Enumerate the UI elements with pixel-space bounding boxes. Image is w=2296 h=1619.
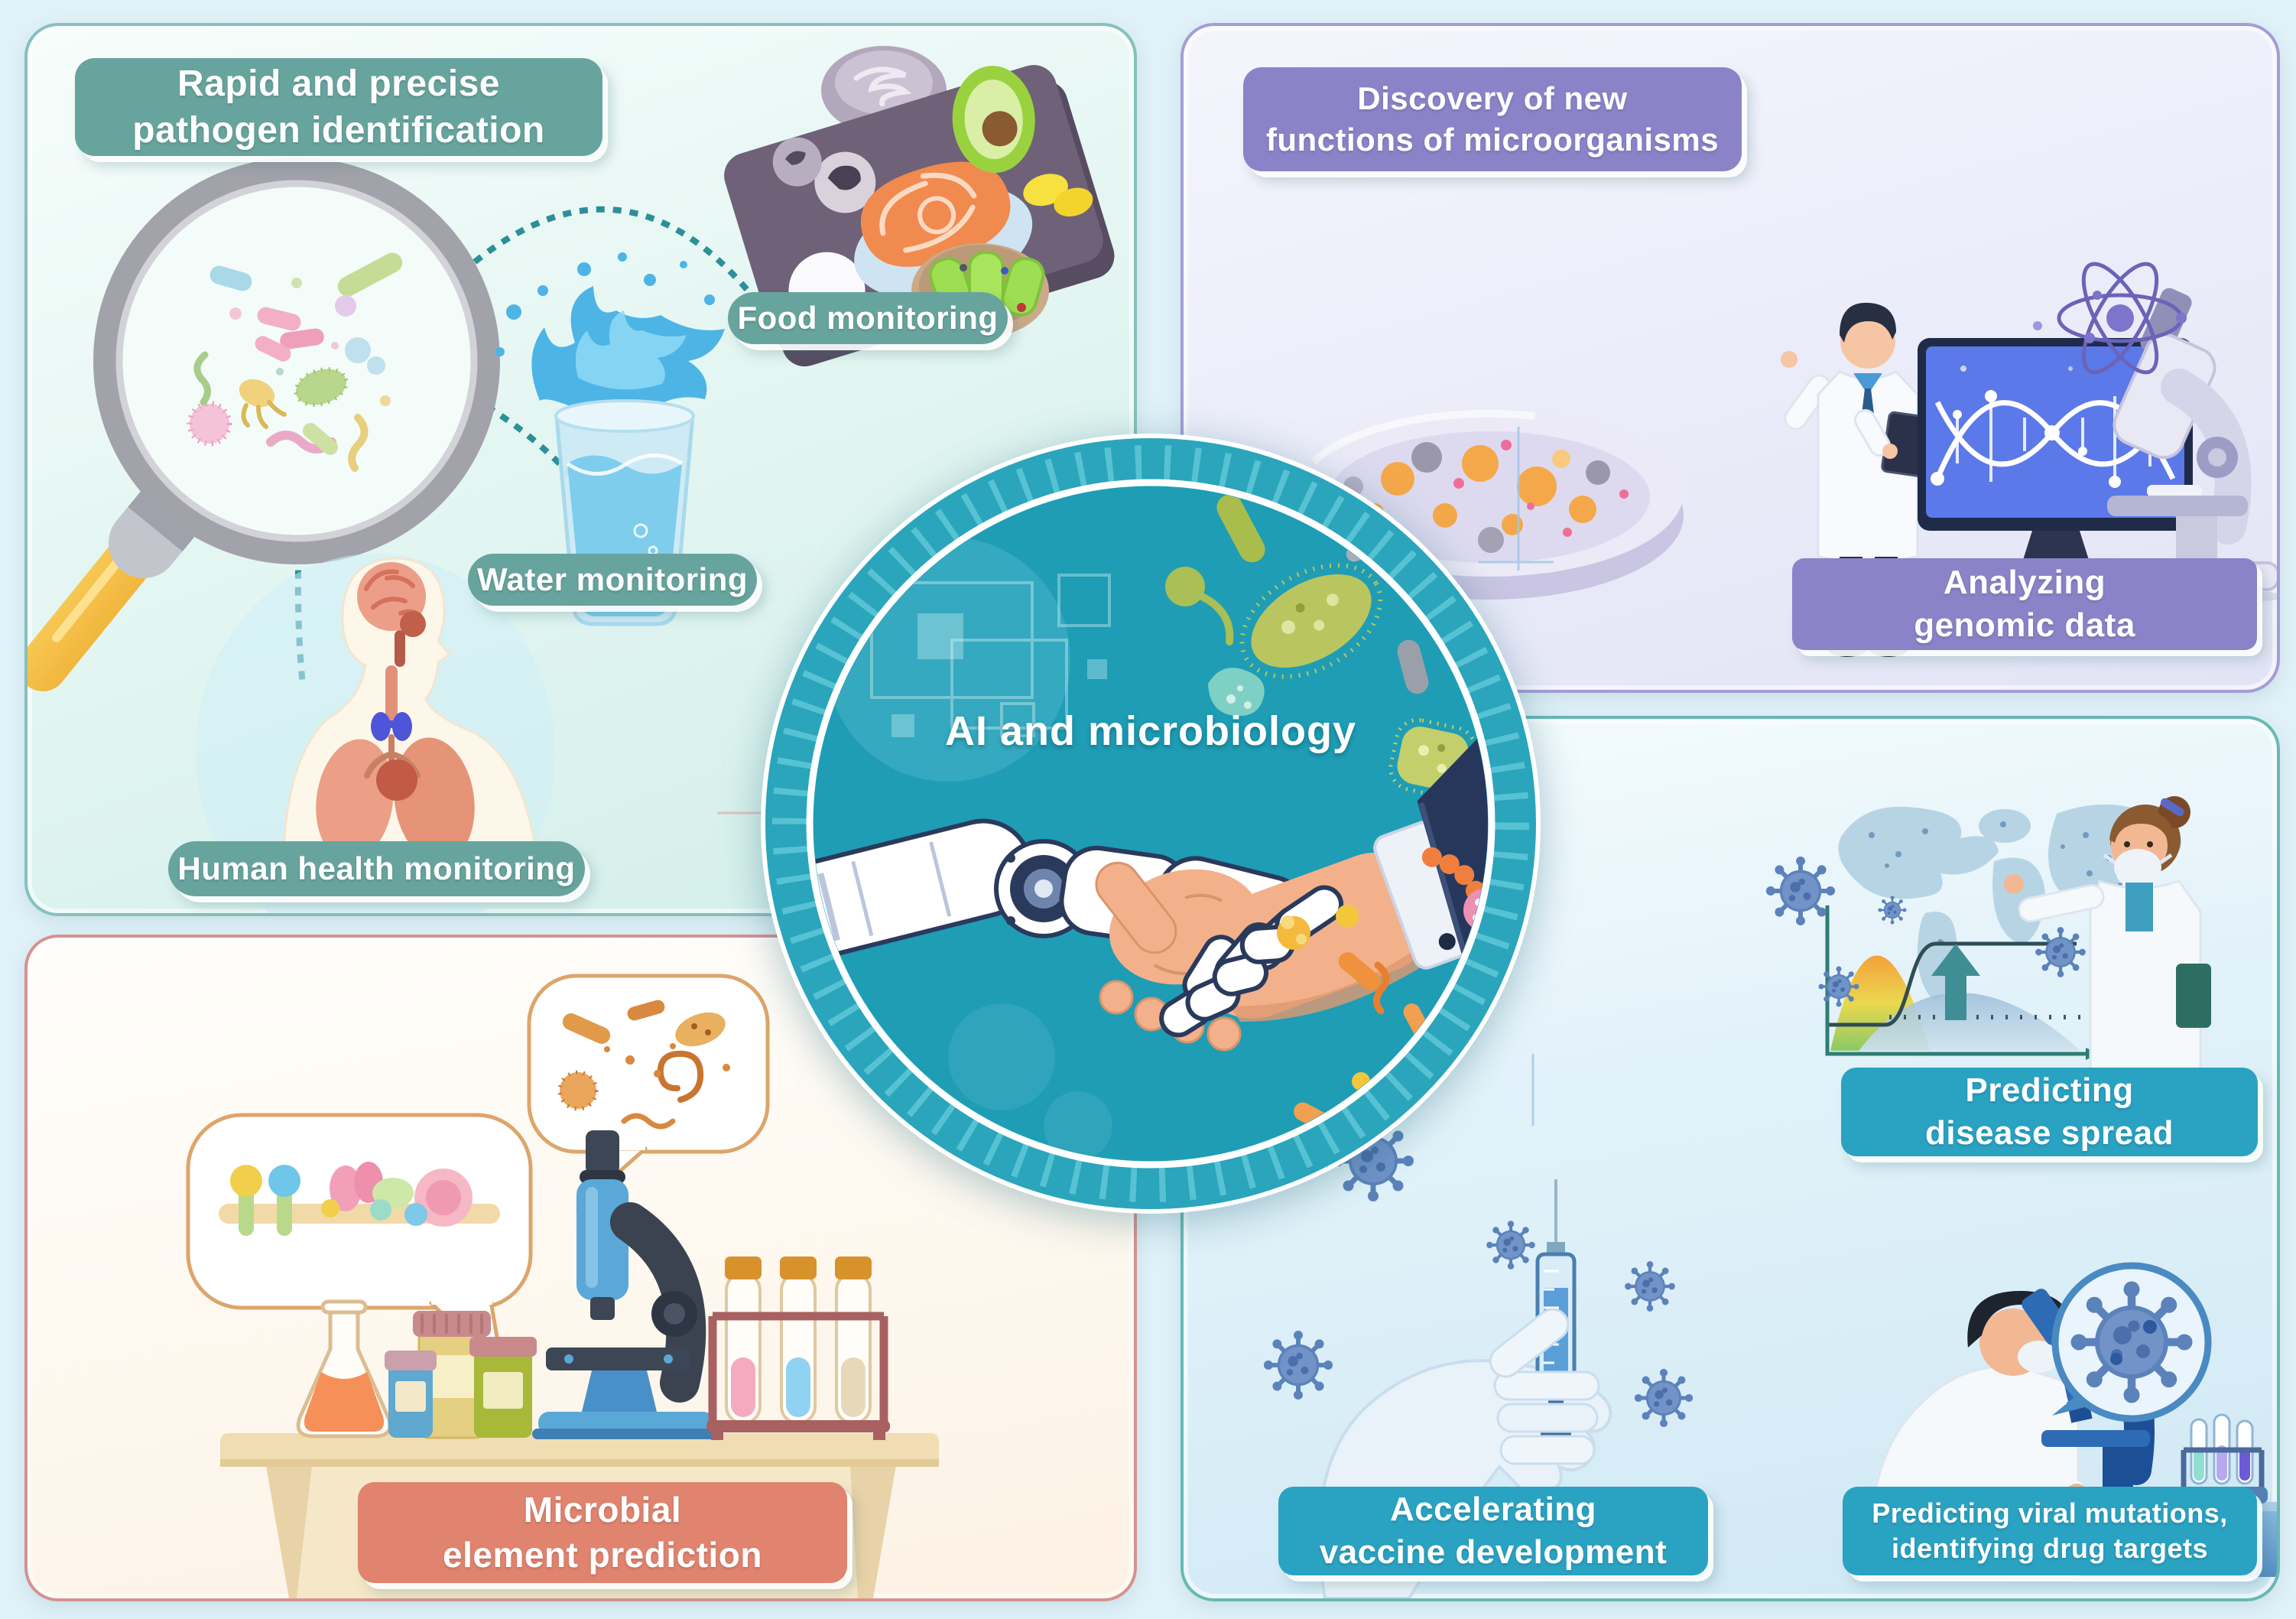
viral-mutations-label: Predicting viral mutations, identifying … (1843, 1487, 2257, 1575)
virus-magnified-icon (2051, 1262, 2212, 1422)
membrane-proteins (219, 1162, 500, 1236)
food-monitoring-label: Food monitoring (728, 292, 1008, 344)
tech-squares (870, 574, 1111, 737)
reagent-jars-icon (385, 1311, 537, 1439)
speech-bubble-membrane-icon (186, 1113, 533, 1374)
speech-bubble-microbes-icon (527, 974, 770, 1211)
predicting-disease-spread-label: Predicting disease spread (1841, 1068, 2258, 1156)
analyzing-genomic-data-label: Analyzing genomic data (1792, 558, 2257, 650)
orange-microbes (557, 1000, 730, 1130)
microbial-element-prediction-label: Microbial element prediction (358, 1482, 847, 1583)
panel-disease-prediction (1180, 716, 2280, 1601)
vaccine-development-label: Accelerating vaccine development (1278, 1487, 1708, 1575)
panel-pathogen-identification (24, 23, 1137, 916)
flask-icon (296, 1299, 392, 1439)
center-title: AI and microbiology (944, 708, 1357, 754)
pathogen-identification-title: Rapid and precise pathogen identificatio… (75, 58, 602, 156)
discovery-panel-art (1295, 262, 2277, 657)
pathogen-panel-art (28, 46, 1115, 913)
water-monitoring-label: Water monitoring (468, 554, 757, 606)
microorganism-discovery-title: Discovery of new functions of microorgan… (1243, 67, 1742, 171)
test-tube-rack-icon (706, 1257, 890, 1440)
human-body-icon (196, 554, 555, 913)
handshake-icon (814, 673, 1488, 1161)
lens-microbes (187, 252, 403, 472)
badge-microbes (1165, 494, 1477, 800)
lab-microscope-icon (532, 1130, 720, 1439)
magnifier-icon (28, 158, 500, 691)
human-health-monitoring-label: Human health monitoring (168, 841, 585, 896)
epidemic-chart-icon (1825, 905, 2100, 1060)
ai-microbiology-badge (761, 434, 1541, 1214)
atom-icon (2033, 262, 2187, 375)
